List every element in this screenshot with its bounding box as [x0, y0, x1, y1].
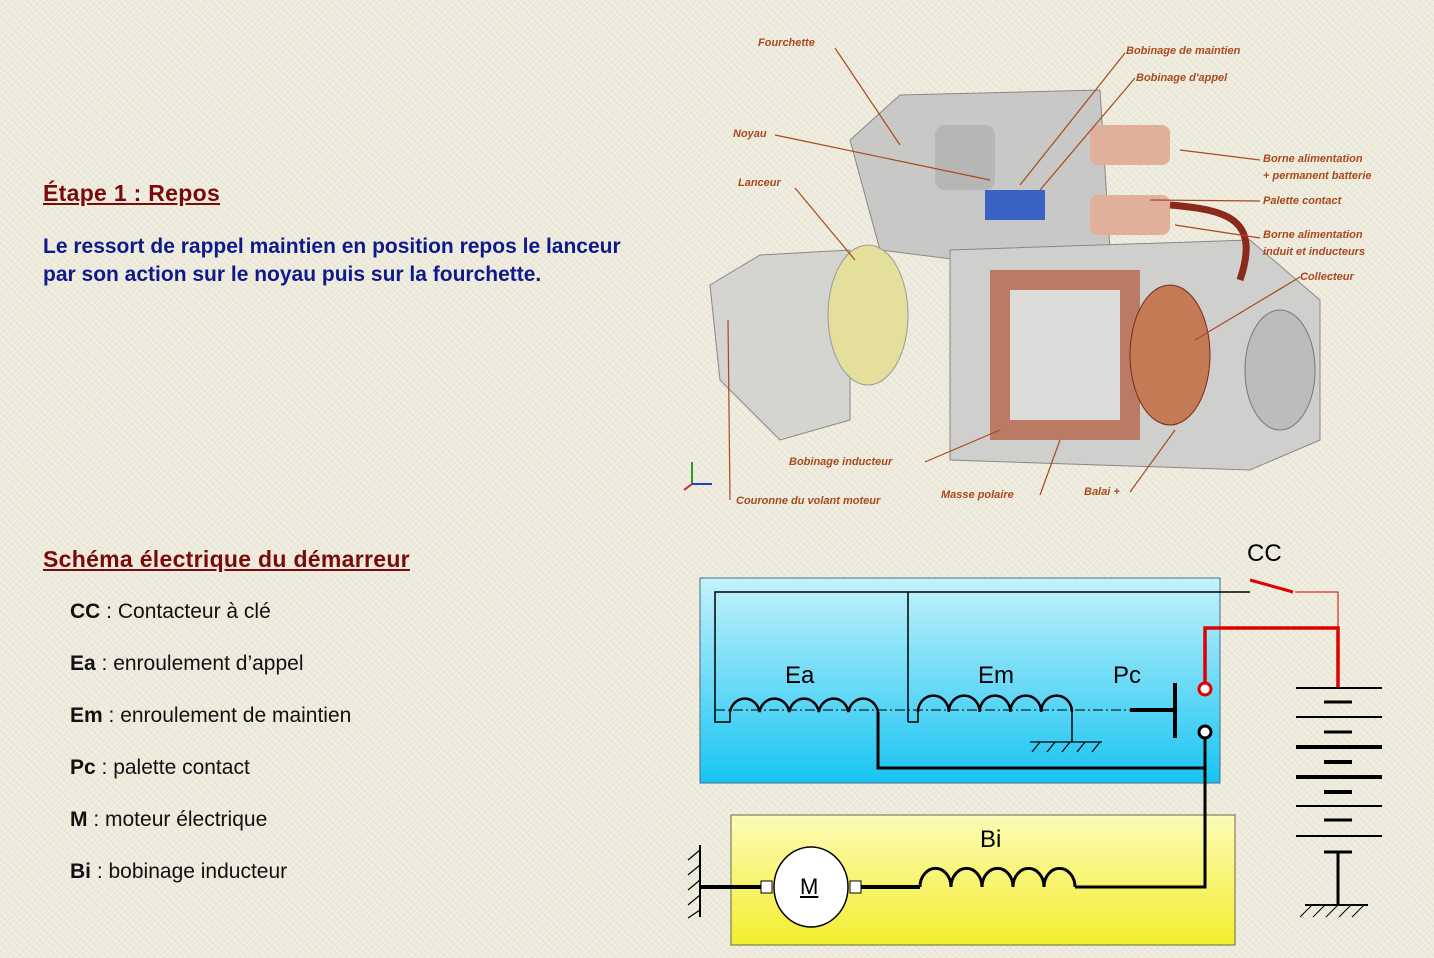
legend-desc: : moteur électrique: [87, 808, 268, 831]
legend-item: Pc : palette contact: [70, 756, 250, 780]
label-borne-batterie-2: + permanent batterie: [1263, 170, 1372, 182]
terminal-icon: [1197, 681, 1213, 697]
diagram-label-cc: CC: [1247, 540, 1282, 567]
battery-icon: [1296, 687, 1382, 918]
starter-body: [709, 89, 1321, 471]
legend-desc: : Contacteur à clé: [100, 600, 271, 623]
step-title: Étape 1 : Repos: [43, 180, 221, 206]
legend-desc: : enroulement de maintien: [102, 704, 352, 727]
coil-bi: [918, 866, 1077, 888]
legend-item: Bi : bobinage inducteur: [70, 860, 287, 884]
axis-triad-icon: [683, 462, 712, 491]
legend-item: Em : enroulement de maintien: [70, 704, 351, 728]
ground-icon: [687, 849, 701, 919]
legend-abbr: Pc: [70, 756, 96, 779]
legend-abbr: Bi: [70, 860, 91, 883]
diagram-label-ea: Ea: [785, 662, 815, 689]
label-bobinage-maintien: Bobinage de maintien: [1126, 45, 1241, 57]
label-palette-contact: Palette contact: [1263, 195, 1342, 207]
legend-abbr: CC: [70, 600, 101, 623]
ground-icon: [1030, 741, 1102, 753]
diagram-label-pc: Pc: [1113, 662, 1142, 689]
label-fourchette: Fourchette: [758, 37, 815, 49]
label-noyau: Noyau: [733, 128, 767, 140]
solenoid-box: [699, 577, 1221, 784]
label-borne-induit-2: induit et inducteurs: [1263, 246, 1366, 258]
legend-abbr: Ea: [70, 652, 96, 675]
label-borne-batterie: Borne alimentation: [1263, 153, 1363, 165]
schema-title: Schéma électrique du démarreur: [43, 546, 410, 572]
diagram-label-bi: Bi: [980, 826, 1002, 853]
terminal-icon: [1197, 724, 1213, 740]
label-bobinage-inducteur: Bobinage inducteur: [789, 456, 893, 468]
label-collecteur: Collecteur: [1300, 271, 1354, 283]
legend-abbr: M: [70, 808, 88, 831]
step-description: Le ressort de rappel maintien en positio…: [43, 235, 621, 286]
diagram-label-em: Em: [978, 662, 1014, 689]
legend-desc: : palette contact: [95, 756, 250, 779]
diagram-label-m: M: [800, 874, 819, 899]
label-balai: Balai +: [1084, 486, 1120, 498]
label-lanceur: Lanceur: [738, 177, 781, 189]
leader-lines: [727, 47, 1301, 501]
coil-em: [916, 694, 1074, 713]
legend-abbr: Em: [70, 704, 103, 727]
legend-desc: : enroulement d’appel: [95, 652, 304, 675]
label-couronne: Couronne du volant moteur: [736, 495, 881, 507]
motor-icon: [773, 846, 849, 928]
label-borne-induit: Borne alimentation: [1263, 229, 1363, 241]
legend-item: Ea : enroulement d’appel: [70, 652, 304, 676]
label-bobinage-appel: Bobinage d'appel: [1136, 72, 1228, 84]
legend-item: CC : Contacteur à clé: [70, 600, 271, 624]
legend-item: M : moteur électrique: [70, 808, 267, 832]
coil-ea: [728, 697, 880, 713]
key-switch-cc: [1249, 578, 1294, 594]
label-masse-polaire: Masse polaire: [941, 489, 1014, 501]
legend-desc: : bobinage inducteur: [91, 860, 288, 883]
